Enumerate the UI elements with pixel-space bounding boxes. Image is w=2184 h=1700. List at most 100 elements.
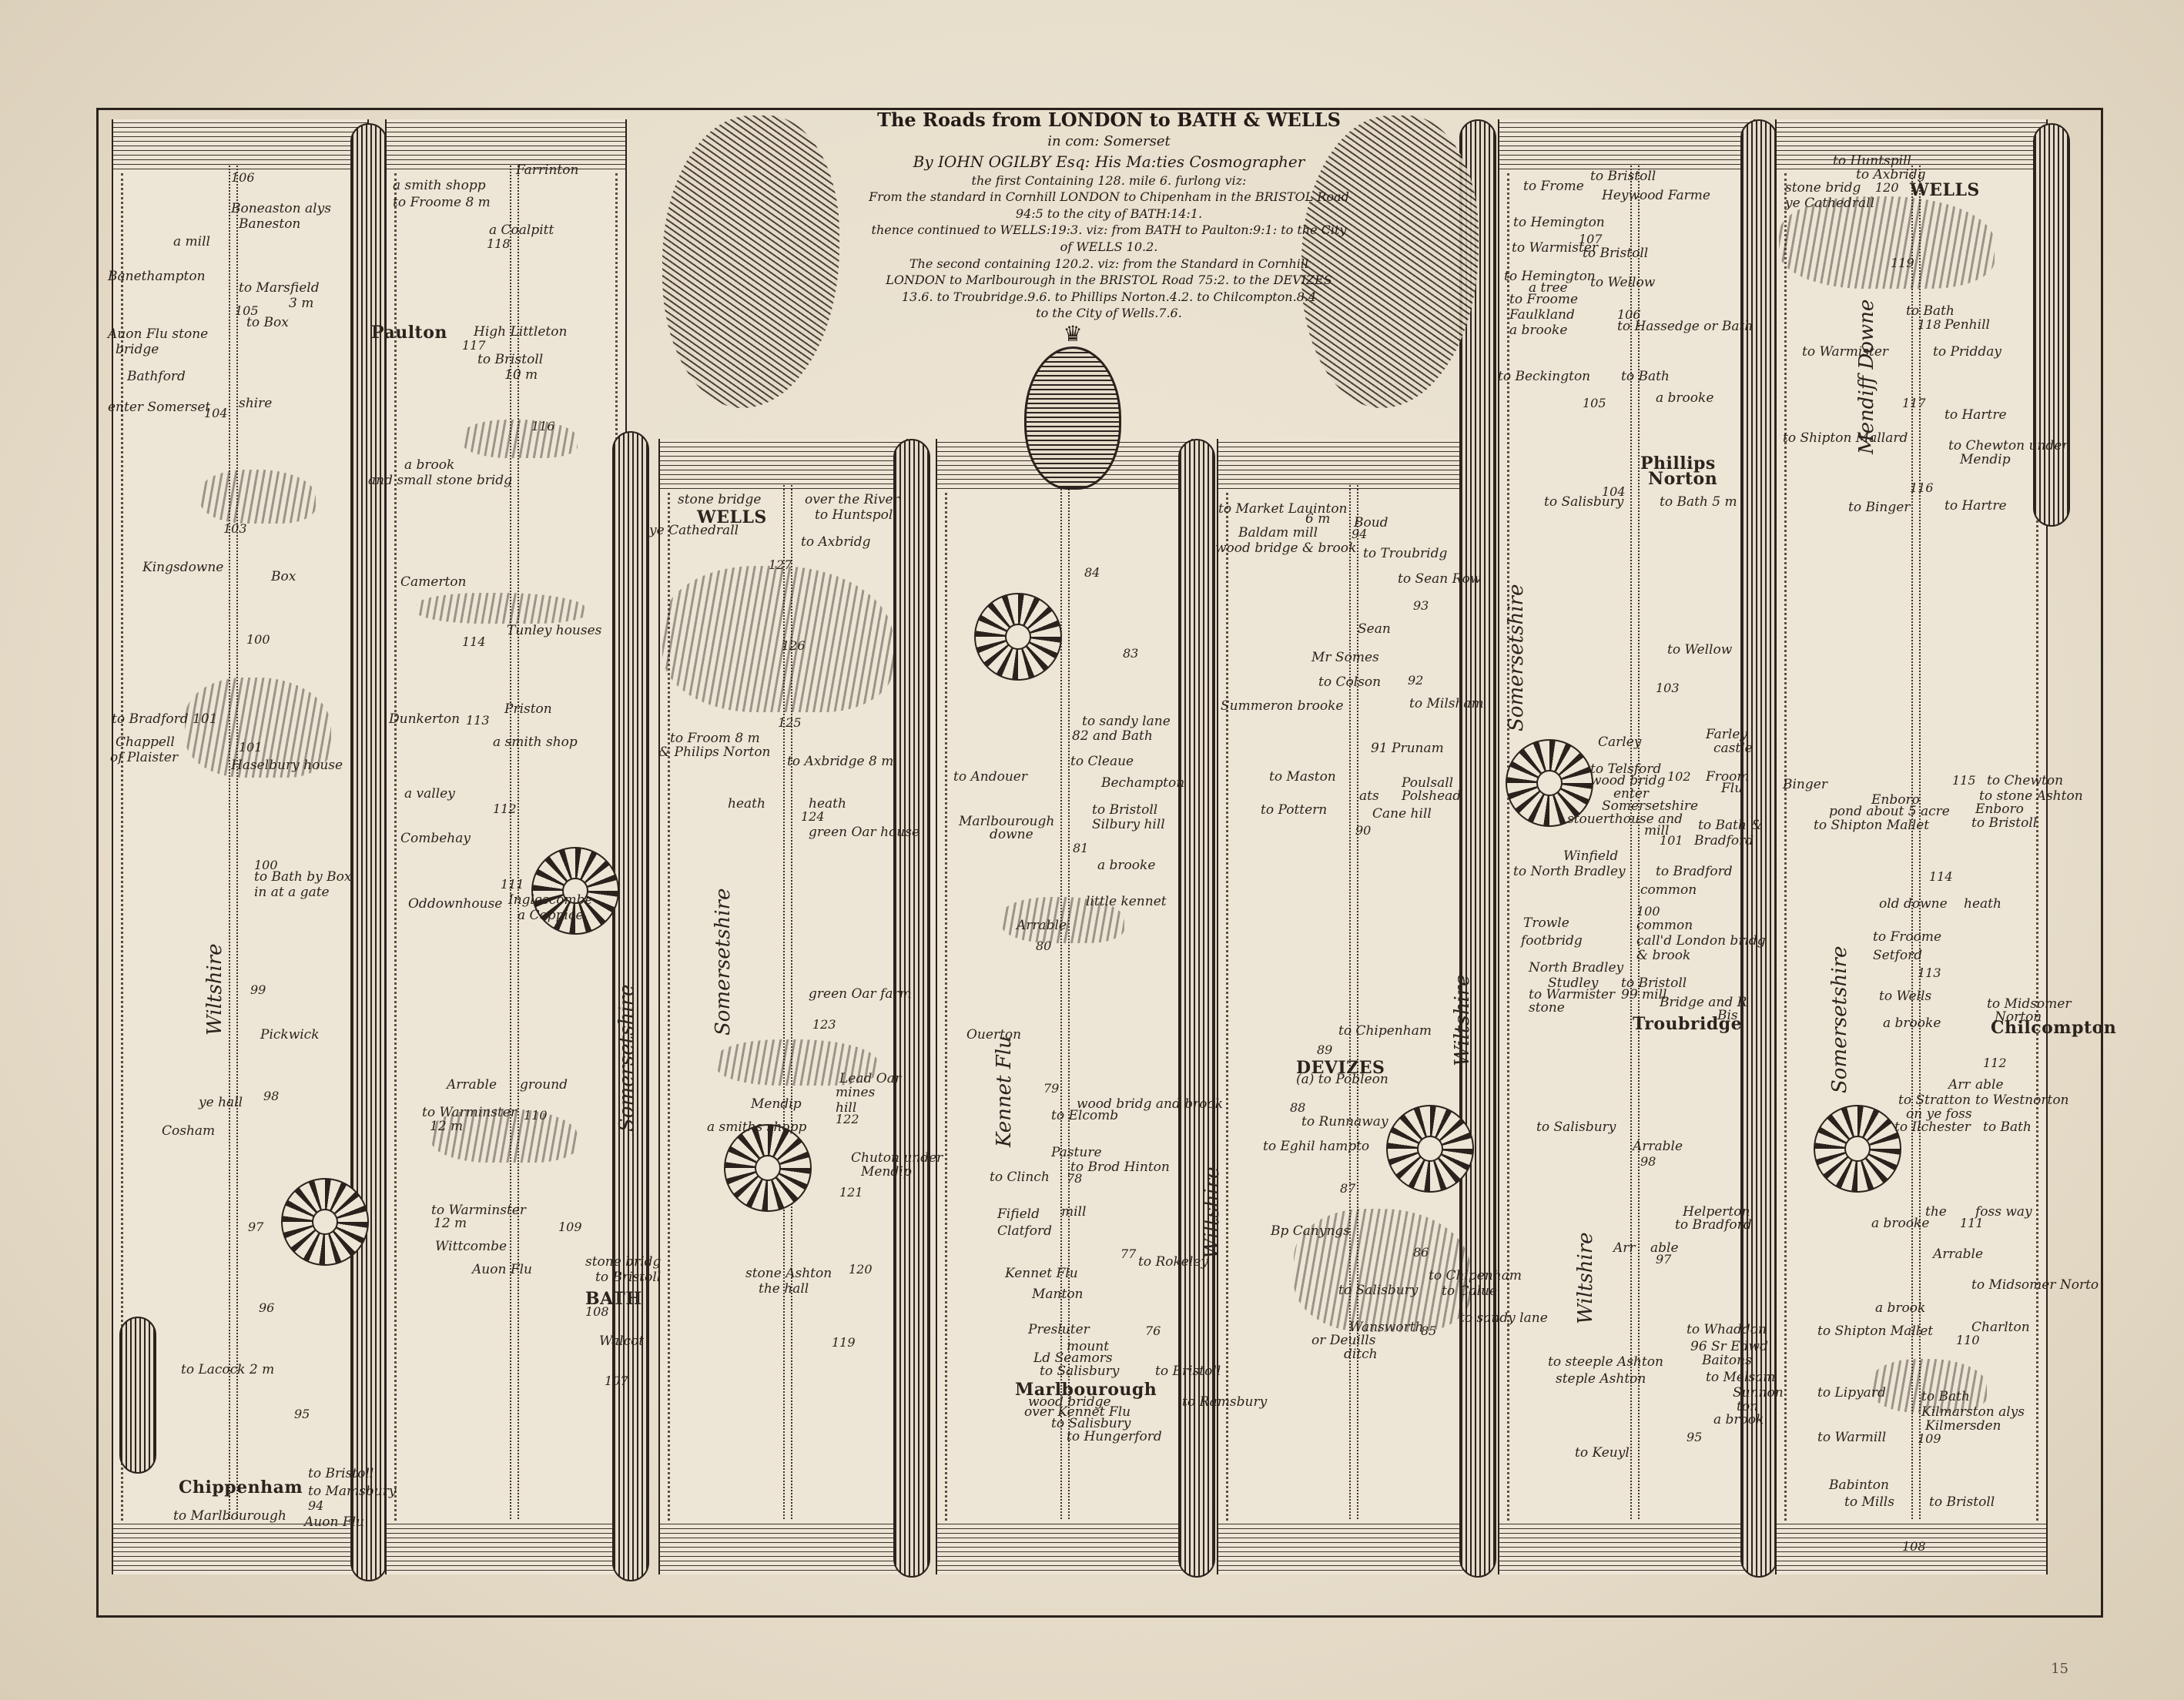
place-label: Penhill	[1944, 317, 1990, 333]
hills	[1871, 1359, 1987, 1413]
place-label: Manton	[1032, 1287, 1084, 1302]
milestone-label: 85	[1421, 1324, 1437, 1338]
place-label: to Hungerford	[1067, 1429, 1162, 1444]
place-label: Chappell	[116, 735, 175, 750]
place-label: to Elcomb	[1051, 1108, 1119, 1123]
place-label: Cosham	[162, 1123, 216, 1139]
place-label: Carley	[1598, 735, 1642, 750]
place-label: to Troubridg	[1363, 546, 1448, 561]
place-label: Wittcombe	[435, 1239, 507, 1254]
place-label: Somersetshire	[1602, 798, 1699, 814]
place-label: Baldam mill	[1238, 525, 1318, 540]
hills	[1294, 1209, 1471, 1332]
place-label: Heywood Farme	[1602, 188, 1710, 203]
place-label: to Lipyard	[1817, 1385, 1886, 1400]
milestone-label: 84	[1084, 565, 1100, 580]
scroll-curl-bottom-left	[119, 1317, 156, 1474]
title-author: By IOHN OGILBY Esq: His Ma:ties Cosmogra…	[913, 152, 1305, 171]
place-label: Babinton	[1829, 1477, 1889, 1493]
place-label: to Chipenham	[1338, 1023, 1432, 1039]
road-line	[229, 166, 238, 1528]
road-strip-2	[385, 119, 627, 1575]
place-label: Enboro	[1871, 792, 1920, 808]
place-label: to Bath	[1621, 369, 1670, 384]
milestone-label: 87	[1340, 1181, 1356, 1196]
place-label: Arrable	[1933, 1247, 1984, 1262]
milestone-label: 126	[782, 638, 806, 653]
place-label: to Bath	[1983, 1119, 2032, 1135]
place-label: Walcot	[599, 1334, 645, 1349]
place-label: to sandy lane	[1459, 1310, 1548, 1326]
place-label: to Box	[246, 315, 289, 330]
place-label: mines	[836, 1085, 876, 1100]
place-label: to Bristoll	[1155, 1364, 1221, 1379]
milestone-label: 107	[605, 1374, 628, 1388]
town-label: Chilcompton	[1991, 1018, 2117, 1038]
milestone-label: 114	[462, 634, 486, 649]
milestone-label: 115	[1952, 773, 1976, 788]
place-label: to Chipenham	[1429, 1268, 1522, 1283]
compass-rose-icon	[281, 1178, 369, 1266]
place-label: Banethampton	[108, 269, 206, 284]
place-label: High Littleton	[474, 324, 568, 340]
title-line: From the standard in Cornhill LONDON to …	[869, 189, 1349, 205]
town-label: Paulton	[371, 323, 447, 343]
place-label: to Froome	[1509, 292, 1579, 307]
place-label: foss way	[1975, 1204, 2032, 1220]
milestone-label: 108	[1902, 1539, 1926, 1554]
hills	[185, 678, 331, 778]
place-label: to Eghil hampto	[1263, 1139, 1370, 1154]
place-label: able	[1650, 1240, 1679, 1256]
place-label: to Huntspoll	[815, 507, 897, 523]
place-label: to Hemington	[1513, 215, 1605, 230]
place-label: to Rokeley	[1138, 1254, 1208, 1270]
place-label: Helperton	[1683, 1204, 1750, 1220]
place-label: Polshead	[1402, 788, 1462, 804]
title-line: 13.6. to Troubridge.9.6. to Phillips Nor…	[901, 289, 1317, 304]
milestone-label: 90	[1355, 823, 1372, 838]
place-label: to Ilchester	[1894, 1119, 1971, 1135]
place-label: ground	[520, 1077, 568, 1093]
hills	[416, 593, 585, 624]
place-label: a mill	[173, 234, 210, 249]
place-label: Kingsdowne	[142, 560, 224, 575]
place-label: to Wells	[1879, 989, 1932, 1004]
place-label: to Marlbourough	[173, 1508, 286, 1524]
place-label: heath	[728, 796, 765, 812]
place-label: to Bristoll	[1590, 169, 1656, 184]
place-label: to Shipton Mallard	[1783, 430, 1908, 446]
milestone-label: 125	[778, 715, 802, 730]
milestone-label: 99	[250, 982, 266, 997]
place-label: 99 mill	[1621, 987, 1667, 1002]
place-label: Chuton under	[851, 1150, 943, 1166]
milestone-label: 104	[204, 406, 228, 420]
milestone-label: 89	[1317, 1042, 1333, 1057]
place-label: ye hall	[199, 1095, 243, 1110]
place-label: Studley	[1548, 975, 1599, 991]
place-label: to Axbridge 8 m	[787, 754, 894, 769]
place-label: Auon Flu stone	[108, 326, 209, 342]
place-label: Bp Canyngs	[1271, 1223, 1351, 1239]
place-label: Poulsall	[1402, 775, 1454, 791]
place-label: ye Cathedrall	[649, 523, 739, 538]
place-label: Winfield	[1563, 848, 1619, 864]
place-label: call'd London bridg	[1636, 933, 1766, 949]
scroll-curl	[1459, 119, 1496, 1578]
place-label: stone bridge	[678, 492, 762, 507]
county-label: Wiltshire	[1574, 1232, 1597, 1324]
place-label: Baneston	[239, 216, 301, 232]
place-label: a Coalpitt	[489, 223, 554, 238]
milestone-label: 124	[801, 809, 825, 824]
place-label: Mendip	[751, 1096, 802, 1112]
place-label: stone Ashton	[745, 1266, 832, 1281]
plate-border	[96, 108, 2103, 1618]
place-label: to Chewton under	[1948, 438, 2068, 453]
place-label: to Mills	[1844, 1494, 1894, 1510]
place-label: Boud	[1354, 515, 1388, 530]
milestone-label: 76	[1145, 1324, 1161, 1338]
county-label: Kennet Flu	[993, 1036, 1016, 1147]
place-label: to Froome	[1873, 929, 1942, 945]
place-label: wood bridge	[1028, 1394, 1111, 1410]
royal-crest-icon: ♛	[1024, 321, 1121, 490]
milestone-label: 123	[812, 1017, 836, 1032]
